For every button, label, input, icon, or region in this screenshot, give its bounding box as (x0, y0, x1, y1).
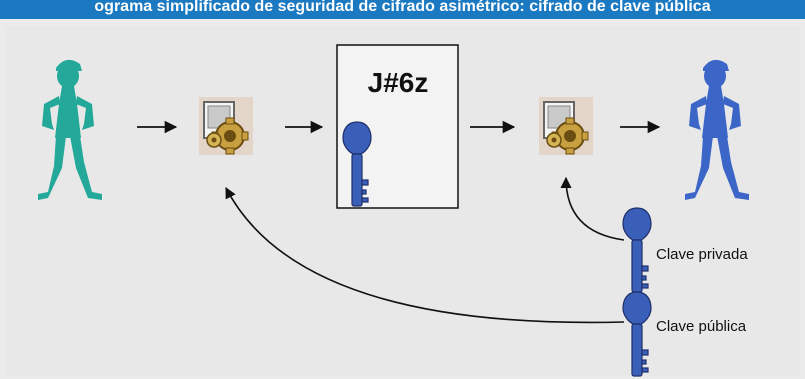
private-key-arrow (560, 176, 625, 241)
header-title: ograma simplificado de seguridad de cifr… (94, 0, 711, 15)
sender-person-icon (38, 59, 102, 200)
decrypt-gear-icon (538, 96, 594, 156)
public-key-arrow (225, 187, 625, 324)
private-key-icon (622, 207, 652, 293)
ciphertext-text: J#6z (368, 67, 429, 98)
page-header: ograma simplificado de seguridad de cifr… (0, 0, 805, 19)
ciphertext-box: J#6z (336, 44, 459, 209)
public-key-label: Clave pública (656, 318, 747, 335)
private-key-label: Clave privada (656, 246, 748, 263)
public-key-icon (622, 291, 652, 377)
encrypt-gear-icon (198, 96, 254, 156)
receiver-person-icon (685, 59, 749, 200)
